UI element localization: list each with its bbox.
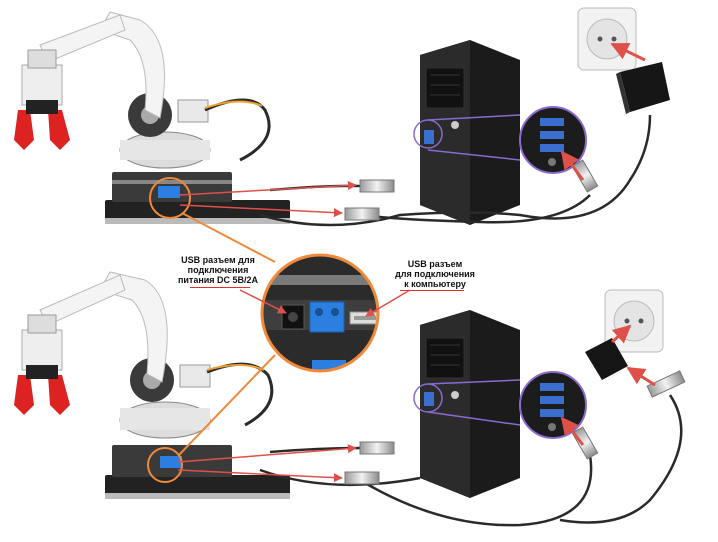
label-power-usb-line3: питания DC 5В/2А [168, 275, 268, 285]
wall-socket-top [578, 8, 636, 70]
arrow-plug-to-charger [628, 368, 655, 385]
label-power-usb-line1: USB разъем для [168, 255, 268, 265]
label-pc-usb-line1: USB разъем [385, 259, 485, 269]
label-power-usb: USB разъем для подключения питания DC 5В… [168, 255, 268, 285]
robot-arm-top [14, 12, 290, 224]
pc-tower-top [420, 40, 520, 225]
label-power-usb-underline [190, 287, 250, 288]
zoom-detail [262, 255, 382, 375]
pc-tower-bottom [420, 310, 520, 498]
label-pc-usb-line2: для подключения [385, 269, 485, 279]
label-pc-usb-underline [400, 290, 464, 291]
label-power-usb-line2: подключения [168, 265, 268, 275]
label-pc-usb: USB разъем для подключения к компьютеру [385, 259, 485, 289]
robot-arm-bottom [14, 272, 290, 499]
label-pc-usb-line3: к компьютеру [385, 279, 485, 289]
